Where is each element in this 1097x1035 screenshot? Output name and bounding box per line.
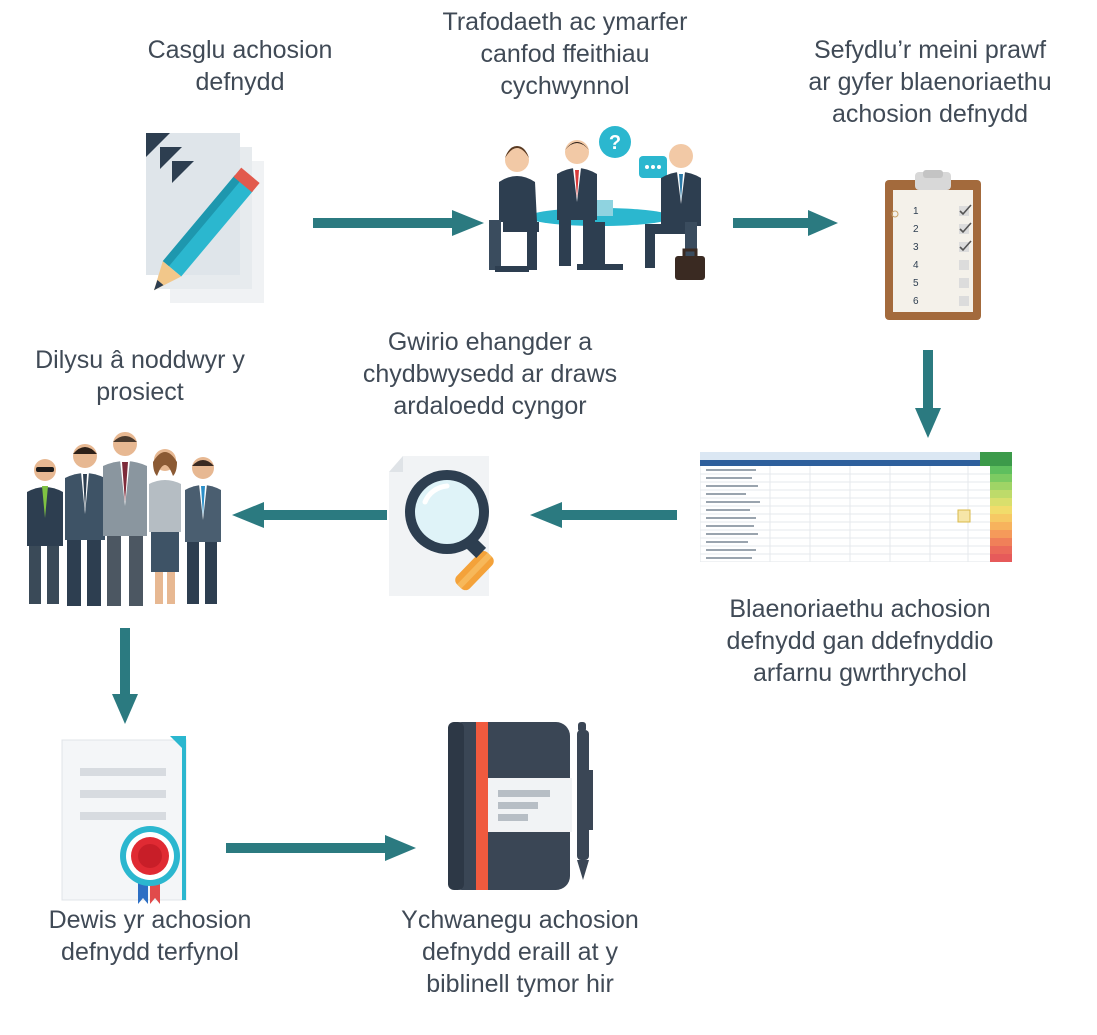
arrow-left-1 [530, 502, 677, 528]
clipboard-checklist-icon: 1 2 3 4 5 6 [885, 170, 981, 320]
arrow-right-1 [313, 210, 484, 236]
checklist-item-6: 6 [913, 296, 919, 307]
magnifier-document-icon [389, 456, 494, 596]
checklist-item-3: 3 [913, 242, 919, 253]
step-label-discussion: Trafodaeth ac ymarfer canfod ffeithiau c… [442, 8, 688, 100]
step-label-collect: Casglu achosion defnydd [147, 36, 333, 96]
arrow-down-2 [112, 628, 138, 724]
notebook-pen-icon [448, 722, 593, 890]
step-label-validate: Dilysu â noddwyr y prosiect [35, 346, 245, 406]
checklist-item-1: 1 [913, 206, 919, 217]
arrow-right-2 [733, 210, 838, 236]
checklist-item-2: 2 [913, 224, 919, 235]
documents-pencil-icon [146, 133, 264, 303]
step-label-pipeline: Ychwanegu achosion defnydd eraill at y b… [401, 906, 639, 998]
arrow-down-1 [915, 350, 941, 438]
step-label-check-breadth: Gwirio ehangder a chydbwysedd ar draws a… [362, 328, 618, 420]
checklist-numbers: 1 2 3 4 5 6 [913, 206, 919, 307]
svg-text:?: ? [609, 132, 621, 154]
business-meeting-icon: ? [489, 126, 705, 280]
business-group-icon [27, 432, 221, 606]
checkmarks [959, 204, 972, 252]
certificate-icon [61, 736, 187, 904]
arrow-right-3 [226, 835, 416, 861]
checklist-item-4: 4 [913, 260, 919, 271]
step-label-prioritise: Blaenoriaethu achosion defnydd gan ddefn… [726, 595, 994, 687]
prioritisation-spreadsheet-icon [700, 452, 1012, 562]
step-label-select-final: Dewis yr achosion defnydd terfynol [48, 906, 252, 966]
step-label-criteria: Sefydlu’r meini prawf ar gyfer blaenoria… [808, 36, 1052, 128]
arrow-left-2 [232, 502, 387, 528]
checklist-item-5: 5 [913, 278, 919, 289]
